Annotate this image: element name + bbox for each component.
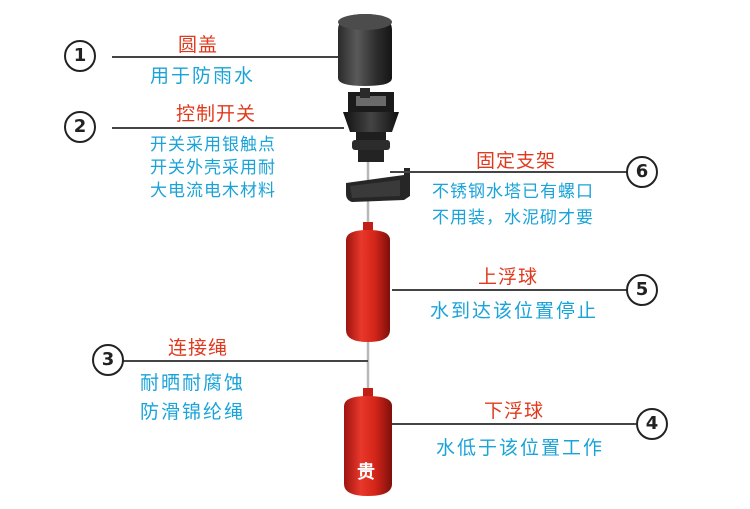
part-title-rope: 连接绳 — [168, 337, 229, 359]
part-desc-rope-line2: 防滑锦纶绳 — [140, 401, 246, 423]
leader-line-3 — [122, 360, 368, 362]
part-number-4: 4 — [636, 408, 668, 440]
upper-float — [346, 222, 390, 342]
control-switch — [343, 88, 399, 162]
part-title-upper-float: 上浮球 — [478, 266, 539, 288]
part-desc-upper-float: 水到达该位置停止 — [430, 300, 599, 322]
part-number-2: 2 — [64, 111, 96, 143]
part-number-6: 6 — [626, 156, 658, 188]
part-title-bracket: 固定支架 — [476, 150, 557, 172]
part-desc-bracket-line2: 不用装，水泥砌才要 — [432, 208, 594, 228]
part-desc-bracket-line1: 不锈钢水塔已有螺口 — [432, 182, 594, 202]
round-cap — [338, 14, 392, 86]
part-desc-switch-line2: 开关外壳采用耐 — [150, 158, 276, 178]
part-desc-cap: 用于防雨水 — [150, 65, 256, 87]
part-desc-lower-float: 水低于该位置工作 — [436, 437, 605, 459]
part-desc-rope-line1: 耐晒耐腐蚀 — [140, 372, 246, 394]
part-desc-switch-line3: 大电流电木材料 — [150, 181, 276, 201]
part-title-lower-float: 下浮球 — [484, 400, 545, 422]
part-number-5: 5 — [626, 274, 658, 306]
part-number-3: 3 — [92, 344, 124, 376]
part-number-1: 1 — [64, 40, 96, 72]
lower-float — [344, 388, 392, 496]
leader-line-1 — [112, 56, 338, 58]
part-title-cap: 圆盖 — [178, 34, 219, 56]
part-title-switch: 控制开关 — [176, 103, 257, 125]
part-desc-switch-line1: 开关采用银触点 — [150, 135, 276, 155]
leader-line-2 — [112, 127, 344, 129]
float-mark: 贵 — [357, 462, 375, 483]
fixed-bracket — [346, 168, 410, 202]
